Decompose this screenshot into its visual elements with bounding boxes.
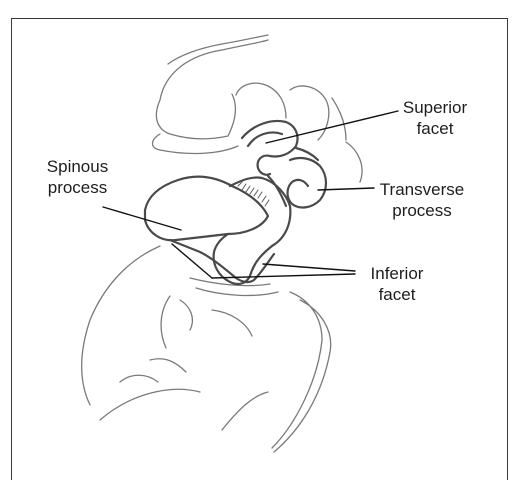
leader-inferior-facet-b (263, 264, 355, 271)
superior-facet-outline (242, 121, 298, 175)
label-spinous-process-line1: Spinous (30, 156, 125, 177)
label-transverse-process-line1: Transverse (362, 179, 482, 200)
label-transverse-process: Transverse process (362, 179, 482, 221)
transverse-process-outline (288, 158, 327, 207)
joint-hatching (238, 182, 269, 206)
label-spinous-process: Spinous process (30, 156, 125, 198)
label-inferior-facet-line2: facet (352, 284, 442, 305)
label-inferior-facet: Inferior facet (352, 263, 442, 305)
label-superior-facet-line1: Superior (390, 97, 480, 118)
superior-facet-inner (248, 133, 282, 147)
lower-disc (190, 278, 278, 295)
label-superior-facet-line2: facet (390, 118, 480, 139)
label-transverse-process-line2: process (362, 200, 482, 221)
label-superior-facet: Superior facet (390, 97, 480, 139)
label-spinous-process-line2: process (30, 177, 125, 198)
leader-spinous-process (103, 207, 181, 230)
lower-vertebra-outline (82, 246, 331, 452)
label-inferior-facet-line1: Inferior (352, 263, 442, 284)
